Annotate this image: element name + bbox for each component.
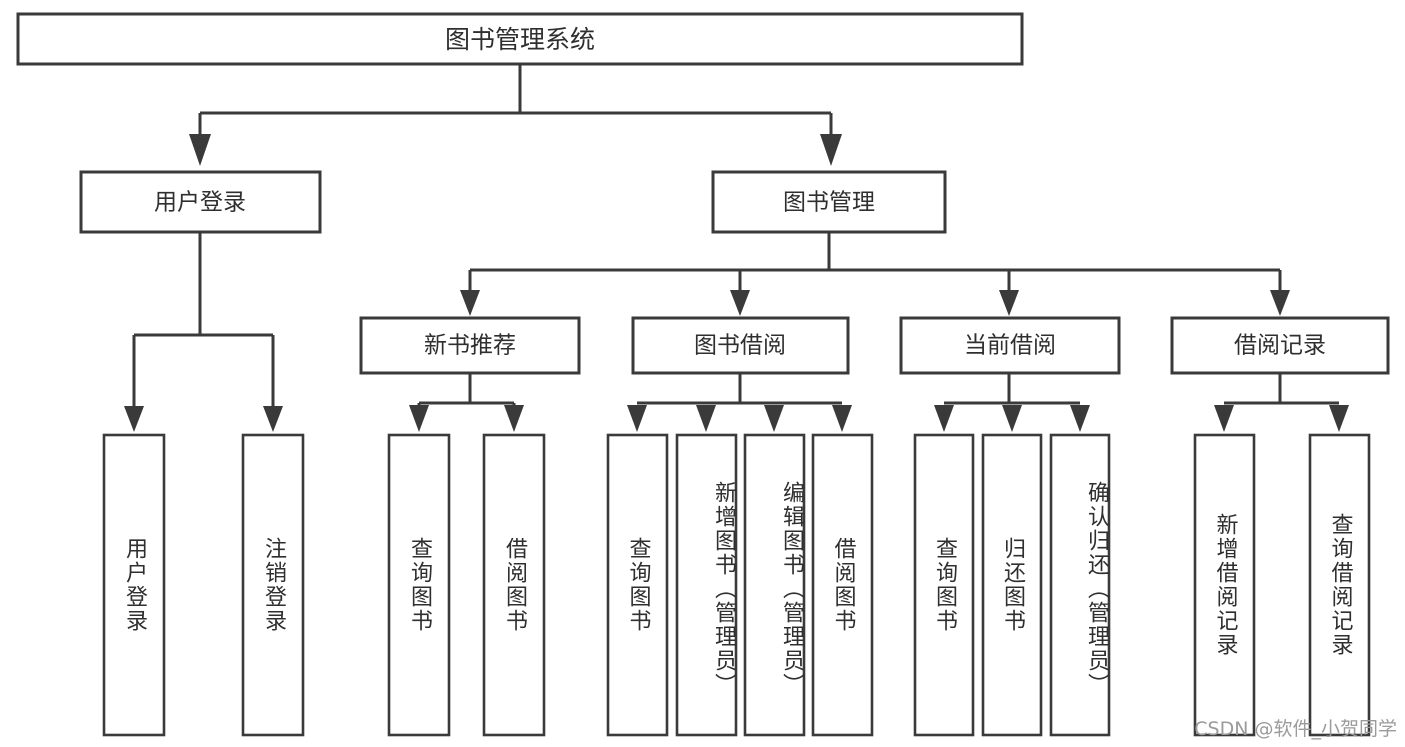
leaf-box-query-book-new[interactable] — [387, 433, 451, 737]
leaf-box-add-borrow-record[interactable] — [1193, 433, 1256, 737]
connector-group-user-login — [124, 232, 283, 432]
node-new-book-recommend[interactable]: 新书推荐 — [359, 316, 581, 375]
arrow-borrow-leaf-1 — [627, 405, 647, 432]
arrow-current-leaf-1 — [934, 405, 954, 432]
node-book-management-label: 图书管理 — [783, 190, 875, 216]
connector-group-book-manage — [460, 232, 1290, 316]
connector-group-borrow — [627, 373, 852, 432]
node-user-login[interactable]: 用户登录 — [79, 170, 322, 234]
arrow-borrow-leaf-4 — [832, 405, 852, 432]
node-book-management[interactable]: 图书管理 — [711, 170, 947, 234]
leaf-box-return-book[interactable] — [981, 433, 1043, 737]
node-book-borrow-box[interactable] — [631, 316, 850, 375]
arrow-userlogin-leaf-2 — [263, 406, 283, 432]
arrow-root-to-book-manage — [820, 134, 842, 166]
leaf-box-user-login[interactable] — [102, 433, 166, 737]
connector-group-current — [934, 373, 1090, 432]
connector-group-new-books — [409, 373, 524, 432]
arrow-bookmanage-current — [999, 290, 1019, 316]
leaf-box-add-book-admin[interactable] — [675, 433, 738, 737]
node-root-system-label: 图书管理系统 — [445, 25, 595, 54]
node-user-login-box[interactable] — [79, 170, 322, 234]
csdn-watermark: CSDN @软件_小贺同学 — [1194, 718, 1397, 740]
arrow-newbooks-leaf-2 — [504, 405, 524, 432]
arrow-borrow-leaf-3 — [764, 405, 784, 432]
arrow-borrow-leaf-2 — [696, 405, 716, 432]
node-new-book-recommend-label: 新书推荐 — [424, 333, 516, 359]
arrow-current-leaf-3 — [1070, 405, 1090, 432]
connector-group-records — [1214, 373, 1349, 432]
node-book-management-box[interactable] — [711, 170, 947, 234]
node-new-book-recommend-box[interactable] — [359, 316, 581, 375]
arrow-records-leaf-2 — [1329, 405, 1349, 432]
arrow-records-leaf-1 — [1214, 405, 1234, 432]
node-root-system[interactable]: 图书管理系统 — [16, 12, 1024, 66]
arrow-newbooks-leaf-1 — [409, 405, 429, 432]
connector-group-root — [189, 64, 842, 166]
arrow-userlogin-leaf-1 — [124, 406, 144, 432]
node-book-borrow-label: 图书借阅 — [694, 333, 786, 359]
node-current-borrow-box[interactable] — [899, 316, 1121, 375]
arrow-root-to-user-login — [189, 134, 211, 166]
node-borrow-records-label: 借阅记录 — [1234, 333, 1326, 359]
leaf-box-confirm-return-admin[interactable] — [1049, 433, 1111, 737]
node-current-borrow-label: 当前借阅 — [964, 333, 1056, 359]
leaf-box-logout[interactable] — [241, 433, 305, 737]
leaf-box-query-book-borrow[interactable] — [606, 433, 669, 737]
node-current-borrow[interactable]: 当前借阅 — [899, 316, 1121, 375]
leaf-box-group — [102, 433, 1371, 737]
node-root-system-box[interactable] — [16, 12, 1024, 66]
leaf-box-query-borrow-record[interactable] — [1308, 433, 1371, 737]
node-user-login-label: 用户登录 — [154, 190, 246, 216]
arrow-bookmanage-records — [1270, 290, 1290, 316]
arrow-current-leaf-2 — [1002, 405, 1022, 432]
node-borrow-records[interactable]: 借阅记录 — [1170, 316, 1390, 375]
leaf-box-borrow-book[interactable] — [811, 433, 874, 737]
node-book-borrow[interactable]: 图书借阅 — [631, 316, 850, 375]
leaf-box-query-book-current[interactable] — [913, 433, 975, 737]
node-borrow-records-box[interactable] — [1170, 316, 1390, 375]
arrow-bookmanage-borrow — [730, 290, 750, 316]
leaf-box-borrow-book-new[interactable] — [482, 433, 546, 737]
leaf-box-edit-book-admin[interactable] — [743, 433, 806, 737]
arrow-bookmanage-new-books — [460, 290, 480, 316]
